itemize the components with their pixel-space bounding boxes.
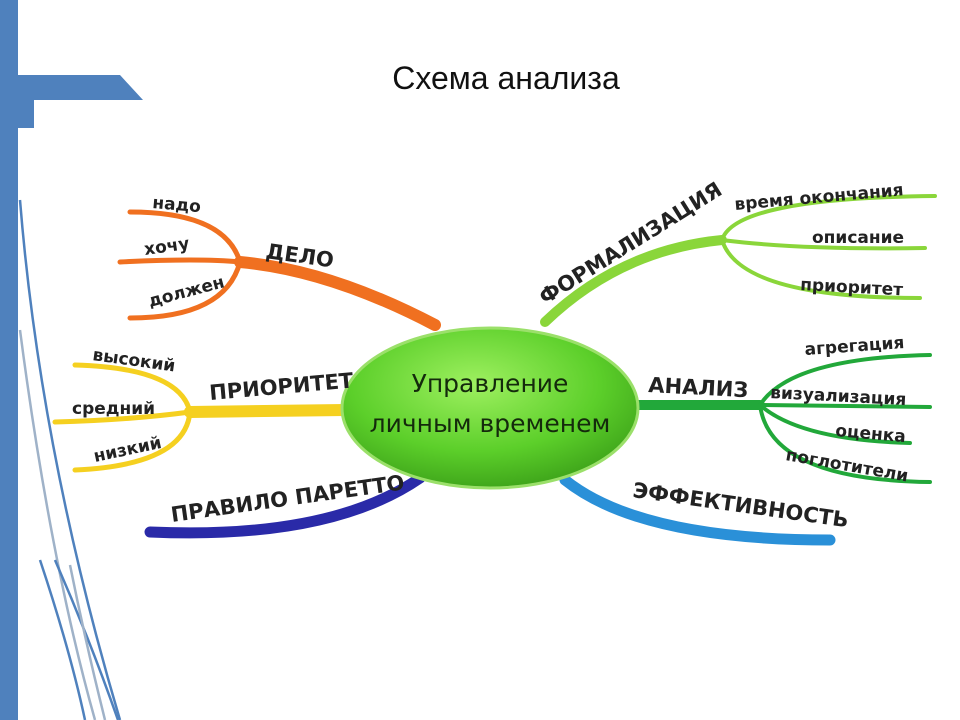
branch-analysis-lines [630, 353, 932, 484]
branch-pareto-line [144, 472, 426, 539]
leaf-evaluation: оценка [835, 421, 907, 447]
branch-efficiency-line [559, 474, 836, 546]
branch-pareto-label: ПРАВИЛО ПАРЕТТО [169, 470, 406, 527]
center-node [340, 326, 640, 490]
branch-priority-label: ПРИОРИТЕТ [208, 368, 355, 405]
leaf-priority: приоритет [800, 275, 904, 300]
slide-title: Схема анализа [392, 60, 620, 96]
header-bar [18, 75, 143, 128]
leaf-end-time: время окончания [734, 180, 905, 215]
branch-analysis-label: АНАЛИЗ [648, 373, 749, 402]
branch-delo-lines [117, 209, 441, 331]
leaf-hochu: хочу [143, 234, 191, 260]
leaf-dolzhen: должен [146, 272, 227, 312]
center-line1: Управление [412, 369, 569, 398]
branch-formalization-lines [540, 194, 937, 327]
decorative-curves [18, 199, 122, 720]
branch-priority-lines [52, 362, 351, 473]
center-line2: личным временем [370, 409, 611, 438]
leaf-nado: надо [152, 193, 202, 217]
leaf-absorbers: поглотители [784, 445, 910, 486]
leaf-medium: средний [72, 399, 155, 419]
leaf-description: описание [812, 228, 904, 248]
left-bar [0, 0, 18, 720]
